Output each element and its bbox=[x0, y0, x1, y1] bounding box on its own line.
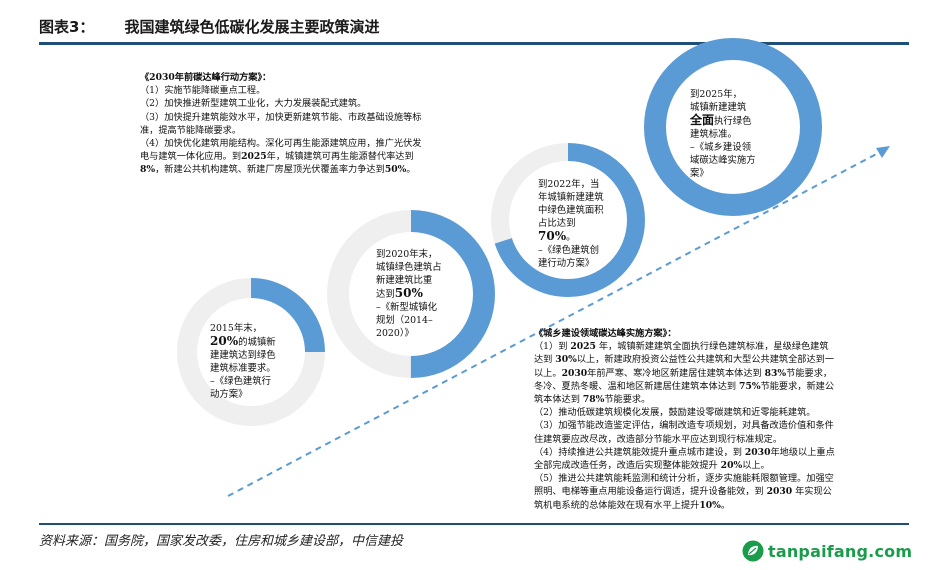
milestone-line: 城镇新建建筑 bbox=[690, 102, 747, 113]
source-note: 资料来源：国务院，国家发改委，住房和城乡建设部，中信建投 bbox=[39, 534, 404, 549]
footer-divider bbox=[39, 523, 909, 525]
milestone-line: –《绿色建筑行 bbox=[210, 376, 271, 387]
trend-arrow-head bbox=[876, 146, 890, 158]
milestone-line: 规划（2014– bbox=[376, 315, 433, 326]
figure-label: 图表3： bbox=[39, 18, 95, 36]
figure-title-text: 我国建筑绿色低碳化发展主要政策演进 bbox=[124, 18, 380, 36]
milestone-line: 2015年末， bbox=[210, 323, 262, 334]
policy-line: （4）持续推进公共建筑能效提升重点城市建设，到 2030年地级以上重点 bbox=[534, 446, 835, 458]
policy-city-title: 《城乡建设领域碳达峰实施方案》： bbox=[534, 328, 677, 339]
milestone-line: –《城乡建设领 bbox=[690, 142, 751, 153]
ring-milestone-2020 bbox=[327, 210, 495, 378]
milestone-line: 域碳达峰实施方 bbox=[690, 155, 756, 166]
leaf-logo-icon bbox=[742, 540, 764, 562]
figure-title: 图表3： 我国建筑绿色低碳化发展主要政策演进 bbox=[39, 16, 379, 37]
milestone-line: 建行动方案》 bbox=[538, 258, 595, 269]
milestone-line: –《新型城镇化 bbox=[376, 302, 437, 313]
policy-2030-lines: （1）实施节能降碳重点工程。（2）加快推进新型建筑工业化，大力发展装配式建筑。（… bbox=[140, 84, 500, 176]
logo-text: tanpaifang.com bbox=[768, 541, 913, 561]
policy-line: 筑本体达到 78%节能要求。 bbox=[534, 394, 651, 406]
milestone-line: 2020）》 bbox=[376, 328, 414, 339]
trend-arrow-line bbox=[227, 149, 885, 497]
milestone-line: 70%。 bbox=[538, 229, 576, 244]
ring-milestone-2025 bbox=[644, 38, 822, 216]
policy-line: 照明、电梯等重点用能设备运行调适，提升设备能效，到 2030 年实现公 bbox=[534, 486, 832, 498]
milestone-line: 到2020年末， bbox=[376, 249, 438, 260]
policy-line: （2）加快推进新型建筑工业化，大力发展装配式建筑。 bbox=[140, 98, 367, 110]
policy-city-lines: （1）到 2025 年，城镇新建建筑全面执行绿色建筑标准，星级绿色建筑达到 30… bbox=[534, 340, 909, 512]
milestone-line: 动方案》 bbox=[210, 389, 248, 400]
policy-line: （1）实施节能降碳重点工程。 bbox=[140, 85, 266, 97]
policy-line: 以上。2030年前严寒、寒冷地区新建居住建筑本体达到 83%节能要求， bbox=[534, 367, 833, 379]
milestone-line: 建筑标准。 bbox=[690, 129, 737, 140]
policy-line: （1）到 2025 年，城镇新建建筑全面执行绿色建筑标准，星级绿色建筑 bbox=[534, 341, 829, 353]
milestone-line: 案》 bbox=[690, 168, 709, 179]
milestone-line: 建建筑达到绿色 bbox=[210, 350, 276, 361]
policy-line: 达到 30%以上，新建政府投资公益性公共建筑和大型公共建筑全部达到一 bbox=[534, 354, 835, 366]
policy-2030-title: 《2030年前碳达峰行动方案》： bbox=[140, 72, 272, 83]
milestone-line: 到2022年，当 bbox=[538, 179, 600, 190]
milestone-line: 到2025年， bbox=[690, 89, 742, 100]
policy-line: 8%，新建公共机构建筑、新建厂房屋顶光伏覆盖率力争达到50%。 bbox=[140, 164, 416, 176]
milestone-line: –《绿色建筑创 bbox=[538, 245, 599, 256]
milestone-line: 年城镇新建建筑 bbox=[538, 192, 604, 203]
milestone-line: 建筑标准要求。 bbox=[210, 363, 276, 374]
policy-2030-block: 《2030年前碳达峰行动方案》： （1）实施节能降碳重点工程。（2）加快推进新型… bbox=[140, 71, 500, 177]
policy-line: （3）加强节能改造鉴定评估，编制改造专项规划，对具备改造价值和条件 bbox=[534, 420, 834, 432]
policy-line: 准，提高节能降碳要求。 bbox=[140, 124, 242, 136]
milestone-line: 全面执行绿色 bbox=[690, 113, 752, 128]
header-divider bbox=[39, 42, 909, 45]
policy-line: （5）推进公共建筑能耗监测和统计分析，逐步实施能耗限额管理。加强空 bbox=[534, 473, 834, 485]
policy-line: 全部完成改造任务，改造后实现整体能效提升 20%以上。 bbox=[534, 460, 770, 472]
milestone-2025-text: 到2025年， 城镇新建建筑全面执行绿色建筑标准。 –《城乡建设领域碳达峰实施方案》 bbox=[690, 88, 756, 180]
policy-line: 筑机电系统的总体能效在现有水平上提升10%。 bbox=[534, 499, 731, 511]
milestone-2020-text: 到2020年末， 城镇绿色建筑占新建建筑比重达到50%–《新型城镇化规划（2014… bbox=[376, 248, 442, 340]
policy-line: （3）加快提升建筑能效水平，加快更新建筑节能、市政基础设施等标 bbox=[140, 111, 422, 123]
site-logo[interactable]: tanpaifang.com bbox=[742, 538, 912, 564]
milestone-line: 占比达到 bbox=[538, 218, 576, 229]
policy-line: 冬冷、夏热冬暖、温和地区新建居住建筑本体达到 75%节能要求，新建公 bbox=[534, 380, 835, 392]
policy-line: （2）推动低碳建筑规模化发展，鼓励建设零碳建筑和近零能耗建筑。 bbox=[534, 407, 816, 419]
milestone-line: 中绿色建筑面积 bbox=[538, 205, 604, 216]
policy-line: 电与建筑一体化应用。到2025年，城镇建筑可再生能源替代率达到 bbox=[140, 151, 414, 163]
milestone-line: 城镇绿色建筑占 bbox=[376, 262, 442, 273]
milestone-line: 20%的城镇新 bbox=[210, 334, 276, 349]
ring-milestone-2015 bbox=[177, 278, 325, 426]
policy-line: 住建筑要应改尽改，改造部分节能水平应达到现行标准规定。 bbox=[534, 433, 783, 445]
policy-city-block: 《城乡建设领域碳达峰实施方案》： （1）到 2025 年，城镇新建建筑全面执行绿… bbox=[534, 327, 909, 512]
policy-line: （4）加快优化建筑用能结构。深化可再生能源建筑应用，推广光伏发 bbox=[140, 138, 422, 150]
milestone-line: 达到50% bbox=[376, 286, 423, 301]
milestone-line: 新建建筑比重 bbox=[376, 275, 433, 286]
milestone-2015-text: 2015年末，20%的城镇新建建筑达到绿色建筑标准要求。 –《绿色建筑行动方案》 bbox=[210, 322, 276, 401]
ring-milestone-2022 bbox=[491, 143, 645, 297]
